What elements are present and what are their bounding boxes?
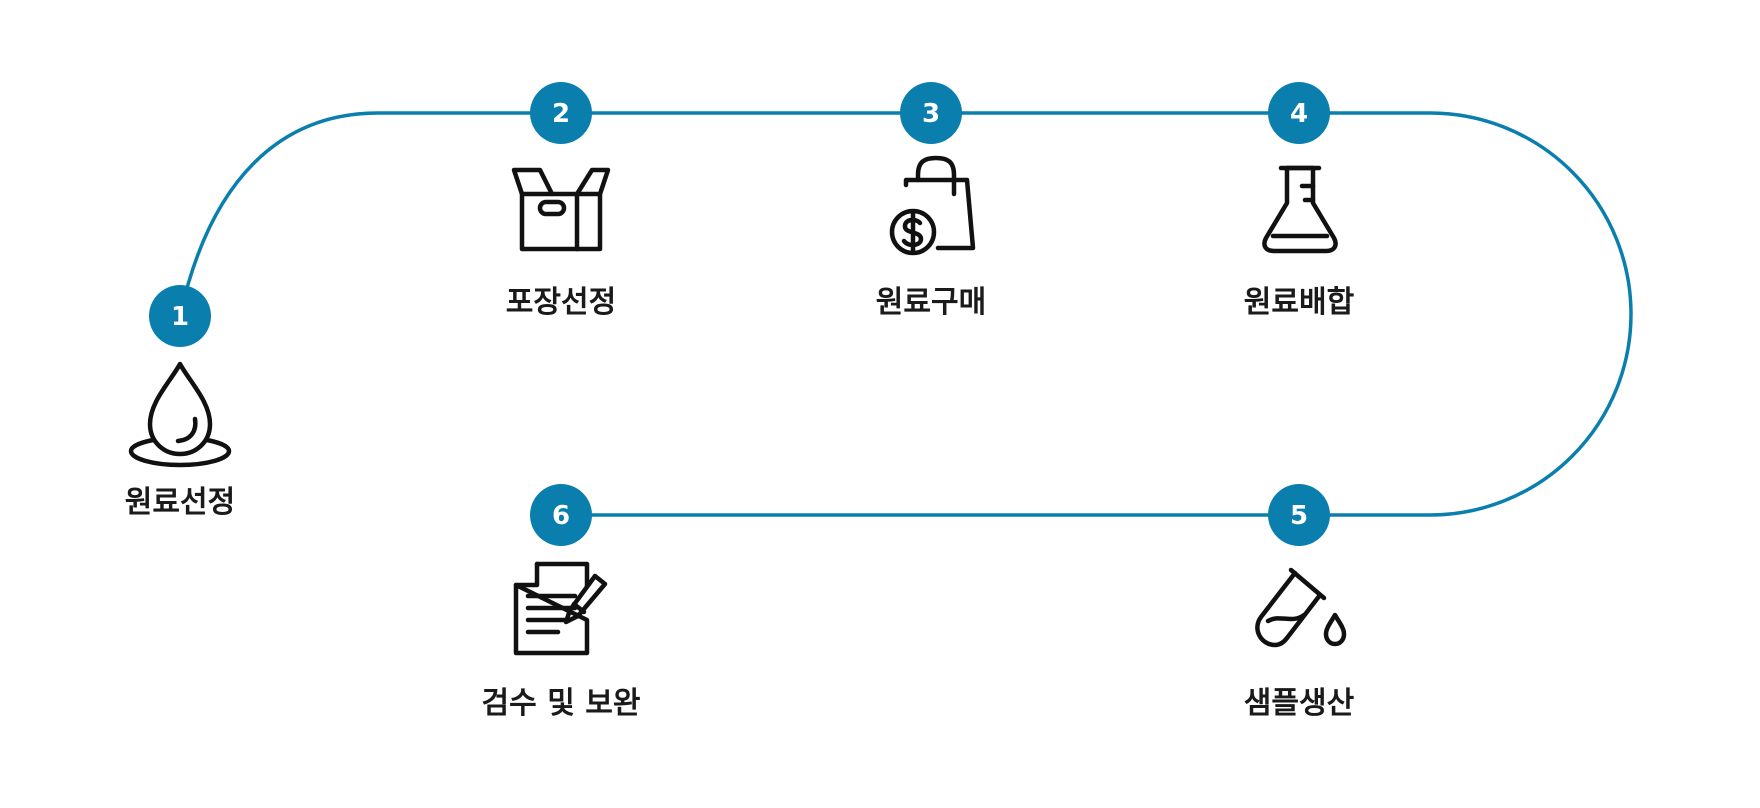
- step-3: 3 원료구매: [876, 82, 986, 320]
- step-label: 원료배합: [1244, 285, 1355, 320]
- step-badge: [530, 484, 592, 546]
- step-badge: [149, 285, 211, 347]
- step-number: 3: [922, 99, 940, 129]
- step-label: 샘플생산: [1244, 686, 1355, 721]
- step-6: 6 검수 및 보완: [482, 484, 641, 721]
- step-number: 6: [552, 501, 570, 531]
- open-box-icon: [511, 167, 611, 252]
- step-number: 2: [552, 99, 570, 129]
- step-number: 4: [1290, 99, 1308, 129]
- step-badge: [1268, 484, 1330, 546]
- step-label: 포장선정: [506, 285, 616, 320]
- step-label: 원료선정: [125, 485, 235, 520]
- step-badge: [530, 82, 592, 144]
- water-drop-icon: [128, 361, 232, 468]
- process-connector-line: [178, 111, 1633, 517]
- step-number: 1: [171, 302, 189, 332]
- step-badge: [1268, 82, 1330, 144]
- step-5: 5 샘플생산: [1244, 484, 1355, 721]
- shopping-bag-dollar-icon: [889, 155, 976, 256]
- flask-icon: [1262, 165, 1338, 254]
- step-1: 1 원료선정: [125, 285, 235, 520]
- step-number: 5: [1290, 501, 1308, 531]
- step-4: 4 원료배합: [1244, 82, 1355, 320]
- step-2: 2 포장선정: [506, 82, 616, 320]
- step-badge: [900, 82, 962, 144]
- test-tube-drop-icon: [1255, 567, 1347, 648]
- step-label: 원료구매: [876, 285, 986, 320]
- document-pen-icon: [513, 561, 608, 656]
- step-label: 검수 및 보완: [482, 686, 641, 721]
